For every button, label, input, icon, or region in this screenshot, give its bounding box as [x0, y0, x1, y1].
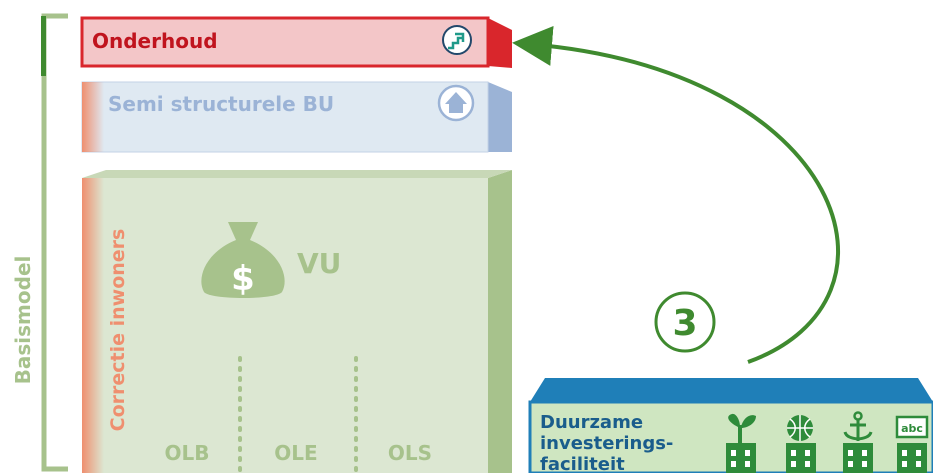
money-bag-icon: $	[201, 222, 285, 299]
onderhoud-block: Onderhoud	[80, 16, 512, 68]
column-dividers	[238, 356, 358, 473]
semi-title: Semi structurele BU	[108, 92, 334, 116]
main-block: Correctie inwoners $ VU OLB OLE OLS	[82, 170, 512, 473]
svg-text:abc: abc	[901, 422, 923, 435]
facility-title-line3: faciliteit	[540, 454, 625, 473]
svg-text:$: $	[231, 259, 255, 299]
facility-title-line1: Duurzame	[540, 412, 643, 433]
plant-building-icon	[726, 413, 756, 473]
basismodel-label: Basismodel	[11, 256, 35, 385]
stairs-up-arrow-icon	[442, 25, 472, 55]
step-badge: 3	[654, 291, 716, 353]
anchor-building-icon	[843, 411, 873, 473]
facility-block: Duurzame investerings- faciliteit	[528, 378, 933, 473]
semi-structurele-block: Semi structurele BU	[81, 81, 512, 153]
basketball-building-icon	[786, 415, 816, 473]
onderhoud-title: Onderhoud	[92, 29, 218, 53]
curved-arrow	[512, 26, 840, 364]
facility-title-line2: investerings-	[540, 433, 673, 454]
money-label: VU	[297, 247, 341, 280]
column-label-olb: OLB	[165, 441, 210, 465]
house-icon	[437, 84, 475, 122]
column-label-ols: OLS	[388, 441, 432, 465]
correctie-inwoners-label: Correctie inwoners	[107, 229, 129, 432]
step-number: 3	[672, 303, 697, 344]
column-label-ole: OLE	[274, 441, 317, 465]
abc-building-icon: abc	[895, 415, 929, 473]
basismodel-bracket: Basismodel	[11, 13, 68, 472]
